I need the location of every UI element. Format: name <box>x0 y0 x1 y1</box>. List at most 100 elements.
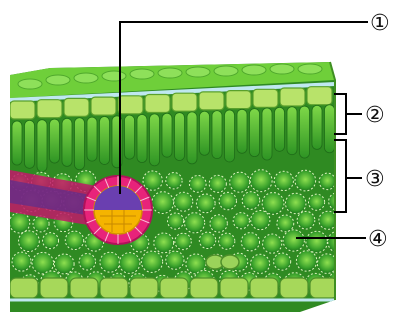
spongy-cell <box>143 171 162 190</box>
palisade-cell <box>150 114 160 166</box>
spongy-cell <box>43 233 59 249</box>
palisade-cell <box>62 118 72 166</box>
palisade-cell <box>175 113 185 161</box>
epidermis-cell <box>199 92 224 110</box>
label-3: ③ <box>365 167 385 192</box>
spongy-cell <box>274 171 293 190</box>
epidermis-cell <box>253 89 278 107</box>
palisade-cell <box>12 121 22 165</box>
palisade-cell <box>262 108 272 160</box>
lower-epidermis-cell <box>160 278 188 298</box>
palisade-cell <box>162 113 172 157</box>
lower-epidermis-cell <box>280 278 308 298</box>
epidermis-cell <box>226 91 251 109</box>
lower-epidermis-cell <box>190 278 218 298</box>
spongy-cell <box>285 193 305 213</box>
spongy-cell <box>199 232 215 248</box>
palisade-cell <box>312 105 322 149</box>
lower-epidermis-cell <box>40 278 68 298</box>
palisade-cell <box>212 111 222 159</box>
lower-epidermis <box>10 278 338 298</box>
spongy-cell <box>219 233 235 249</box>
spongy-cell <box>119 253 140 274</box>
epidermis-cell <box>172 93 197 111</box>
spongy-cell <box>263 234 282 253</box>
spongy-cell <box>308 194 324 210</box>
epidermis-cell <box>118 96 143 114</box>
spongy-cell <box>233 213 249 229</box>
spongy-cell <box>19 231 40 252</box>
stoma <box>206 255 239 269</box>
spongy-cell <box>166 173 182 189</box>
spongy-cell <box>196 194 215 213</box>
spongy-cell <box>175 233 191 249</box>
spongy-cell <box>251 254 270 273</box>
epidermis-cell <box>64 98 89 116</box>
spongy-cell <box>168 213 184 229</box>
spongy-cell <box>242 192 260 210</box>
spongy-cell <box>209 175 226 192</box>
palisade-cell <box>325 105 335 153</box>
label-4: ④ <box>368 227 388 252</box>
palisade-cell <box>50 119 60 163</box>
epidermis-cell <box>10 101 35 119</box>
palisade-cell <box>75 118 85 170</box>
spongy-cell <box>296 251 316 271</box>
palisade-cell <box>187 112 197 164</box>
spongy-cell <box>65 231 83 249</box>
spongy-cell <box>100 252 120 272</box>
label-2: ② <box>365 103 385 128</box>
palisade-cell <box>37 120 47 172</box>
spongy-cell <box>12 252 31 271</box>
palisade-cell <box>125 115 135 159</box>
spongy-cell <box>319 173 335 189</box>
spongy-cell <box>297 211 315 229</box>
palisade-cell <box>87 117 97 161</box>
leaf-block <box>0 60 350 320</box>
lower-epidermis-cell <box>250 278 278 298</box>
spongy-cell <box>154 233 174 253</box>
spongy-cell <box>54 254 74 274</box>
spongy-cell <box>9 213 29 233</box>
palisade-cell <box>225 110 235 162</box>
spongy-cell <box>166 251 184 269</box>
spongy-cell <box>251 210 270 229</box>
spongy-cell <box>174 192 193 211</box>
palisade-cell <box>287 107 297 155</box>
spongy-cell <box>219 192 236 209</box>
lower-epidermis-cell <box>10 278 38 298</box>
spongy-cell <box>189 176 206 193</box>
palisade-cell <box>200 111 210 155</box>
spongy-cell <box>230 172 250 192</box>
spongy-cell <box>33 216 49 232</box>
spongy-cell <box>262 193 284 215</box>
palisade-cell <box>275 107 285 151</box>
lower-epidermis-cell <box>130 278 158 298</box>
epidermis-cell <box>37 100 62 118</box>
palisade-cell <box>237 109 247 153</box>
epidermis-cell <box>280 88 305 106</box>
spongy-cell <box>250 170 272 192</box>
palisade-cell <box>100 116 110 164</box>
lower-epidermis-cell <box>100 278 128 298</box>
spongy-cell <box>79 254 95 270</box>
epidermis-cell <box>91 97 116 115</box>
epidermis-cell <box>145 95 170 113</box>
spongy-cell <box>283 230 304 251</box>
spongy-cell <box>328 231 350 253</box>
epidermis-cell <box>307 87 332 105</box>
spongy-cell <box>295 170 316 191</box>
palisade-cell <box>25 120 35 168</box>
palisade-cell <box>300 106 310 158</box>
spongy-cell <box>241 233 259 251</box>
spongy-cell <box>210 215 227 232</box>
spongy-cell <box>152 192 174 214</box>
lower-epidermis-cell <box>70 278 98 298</box>
lower-epidermis-cell <box>220 278 248 298</box>
palisade-cell <box>137 115 147 163</box>
palisade-cell <box>250 109 260 157</box>
spongy-cell <box>277 215 294 232</box>
lower-epidermis-cell <box>310 278 338 298</box>
label-1: ① <box>370 11 390 36</box>
